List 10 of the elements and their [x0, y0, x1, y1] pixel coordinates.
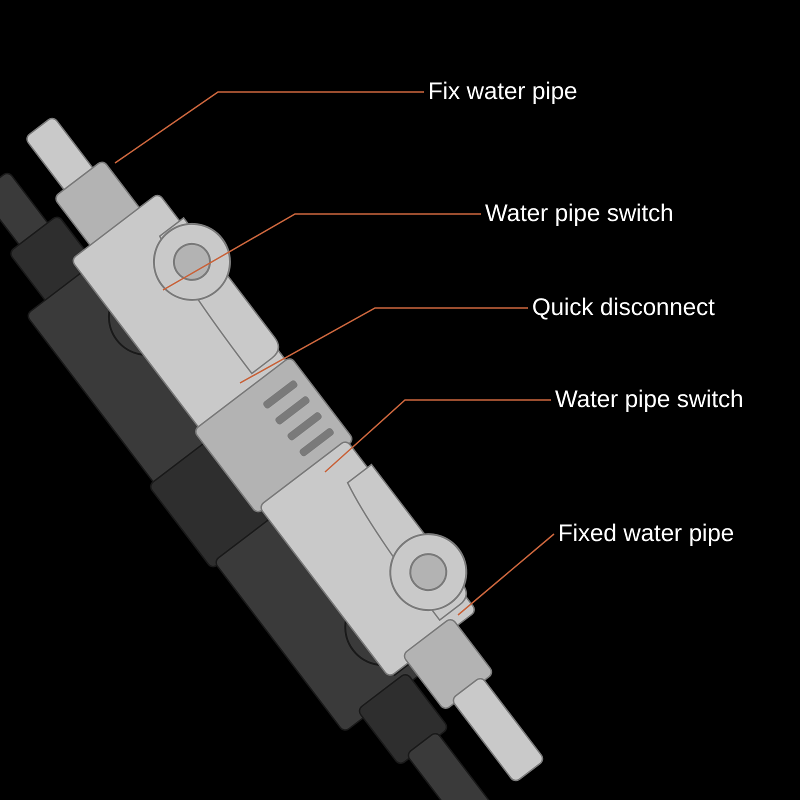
callout-label: Water pipe switch — [485, 200, 674, 228]
callout-label: Water pipe switch — [555, 386, 744, 414]
leader-line — [324, 399, 551, 473]
leader-line — [162, 213, 481, 291]
callout-label: Fix water pipe — [428, 78, 578, 106]
leader-line — [114, 91, 424, 164]
leader-line — [458, 533, 554, 616]
callout-label: Quick disconnect — [532, 294, 715, 322]
callout-label: Fixed water pipe — [558, 520, 734, 548]
leader-line — [240, 307, 528, 384]
